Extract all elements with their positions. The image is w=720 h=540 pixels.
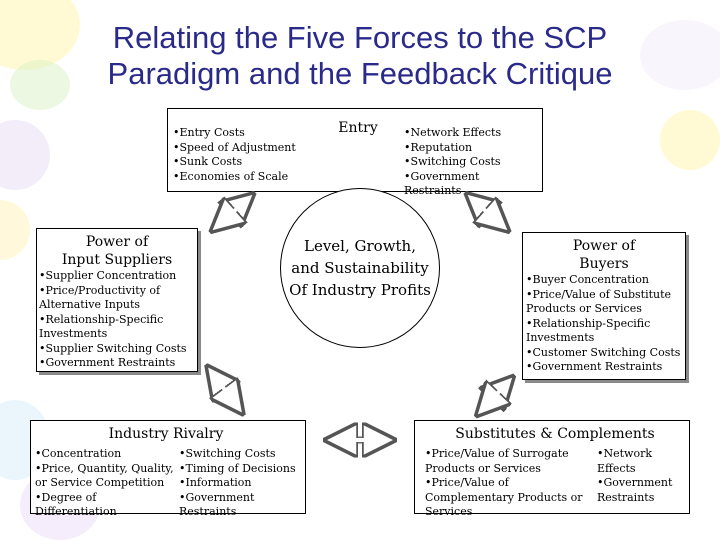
list-item: Relationship-Specific Investments <box>526 317 684 346</box>
list-item: Switching Costs <box>179 447 303 462</box>
rivalry-left-list: Concentration Price, Quantity, Quality, … <box>35 447 177 520</box>
entry-header: Entry <box>338 120 378 136</box>
list-item: Price, Quantity, Quality, or Service Com… <box>35 462 177 491</box>
suppliers-header-line-1: Power of <box>85 234 149 250</box>
list-item: Customer Switching Costs <box>526 346 684 361</box>
center-line-3: Of Industry Profits <box>289 281 431 299</box>
entry-right-list: Network Effects Reputation Switching Cos… <box>404 126 539 199</box>
decorative-bubble <box>640 20 720 90</box>
list-item: Supplier Concentration <box>39 269 195 284</box>
rivalry-header: Industry Rivalry <box>108 426 224 442</box>
list-item: Concentration <box>35 447 177 462</box>
substitutes-right-list: Network Effects Government Restraints <box>597 447 687 505</box>
list-item: Price/Productivity of Alternative Inputs <box>39 284 195 313</box>
entry-left-list: Entry Costs Speed of Adjustment Sunk Cos… <box>173 126 333 184</box>
suppliers-header-line-2: Input Suppliers <box>61 252 173 268</box>
list-item: Timing of Decisions <box>179 462 303 477</box>
list-item: Information <box>179 476 303 491</box>
list-item: Government Restraints <box>179 491 303 520</box>
decorative-bubble <box>660 110 720 170</box>
suppliers-header: Power of Input Suppliers <box>37 233 197 269</box>
buyers-header-line-1: Power of <box>572 238 636 254</box>
list-item: Entry Costs <box>173 126 333 141</box>
list-item: Buyer Concentration <box>526 273 684 288</box>
list-item: Switching Costs <box>404 155 539 170</box>
substitutes-box: Substitutes & Complements Price/Value of… <box>414 420 690 518</box>
list-item: Government Restraints <box>404 170 539 199</box>
list-item: Reputation <box>404 141 539 156</box>
entry-box: Entry Entry Costs Speed of Adjustment Su… <box>167 108 543 197</box>
list-item: Government Restraints <box>597 476 687 505</box>
list-item: Degree of Differentiation <box>35 491 177 520</box>
center-line-2: and Sustainability <box>291 259 429 277</box>
buyers-header: Power of Buyers <box>523 237 685 273</box>
buyers-list: Buyer Concentration Price/Value of Subst… <box>526 273 684 375</box>
buyers-box: Power of Buyers Buyer Concentration Pric… <box>522 232 686 380</box>
industry-profits-circle: Level, Growth, and Sustainability Of Ind… <box>280 188 440 348</box>
rivalry-box: Industry Rivalry Concentration Price, Qu… <box>30 420 306 518</box>
title-line-2: Paradigm and the Feedback Critique <box>107 56 613 91</box>
list-item: Economies of Scale <box>173 170 333 185</box>
list-item: Price/Value of Surrogate Products or Ser… <box>425 447 597 476</box>
list-item: Sunk Costs <box>173 155 333 170</box>
list-item: Government Restraints <box>526 360 684 375</box>
list-item: Price/Value of Substitute Products or Se… <box>526 288 684 317</box>
slide-title: Relating the Five Forces to the SCP Para… <box>20 20 700 92</box>
list-item: Price/Value of Complementary Products or… <box>425 476 597 520</box>
decorative-bubble <box>10 60 70 110</box>
buyers-header-line-2: Buyers <box>579 256 629 272</box>
suppliers-list: Supplier Concentration Price/Productivit… <box>39 269 195 371</box>
substitutes-header: Substitutes & Complements <box>455 426 655 442</box>
list-item: Network Effects <box>597 447 687 476</box>
suppliers-box: Power of Input Suppliers Supplier Concen… <box>36 228 198 372</box>
list-item: Government Restraints <box>39 356 195 371</box>
list-item: Speed of Adjustment <box>173 141 333 156</box>
list-item: Network Effects <box>404 126 539 141</box>
center-line-1: Level, Growth, <box>303 237 416 255</box>
substitutes-left-list: Price/Value of Surrogate Products or Ser… <box>425 447 597 520</box>
title-line-1: Relating the Five Forces to the SCP <box>112 20 608 55</box>
list-item: Supplier Switching Costs <box>39 342 195 357</box>
rivalry-right-list: Switching Costs Timing of Decisions Info… <box>179 447 303 520</box>
list-item: Relationship-Specific Investments <box>39 313 195 342</box>
